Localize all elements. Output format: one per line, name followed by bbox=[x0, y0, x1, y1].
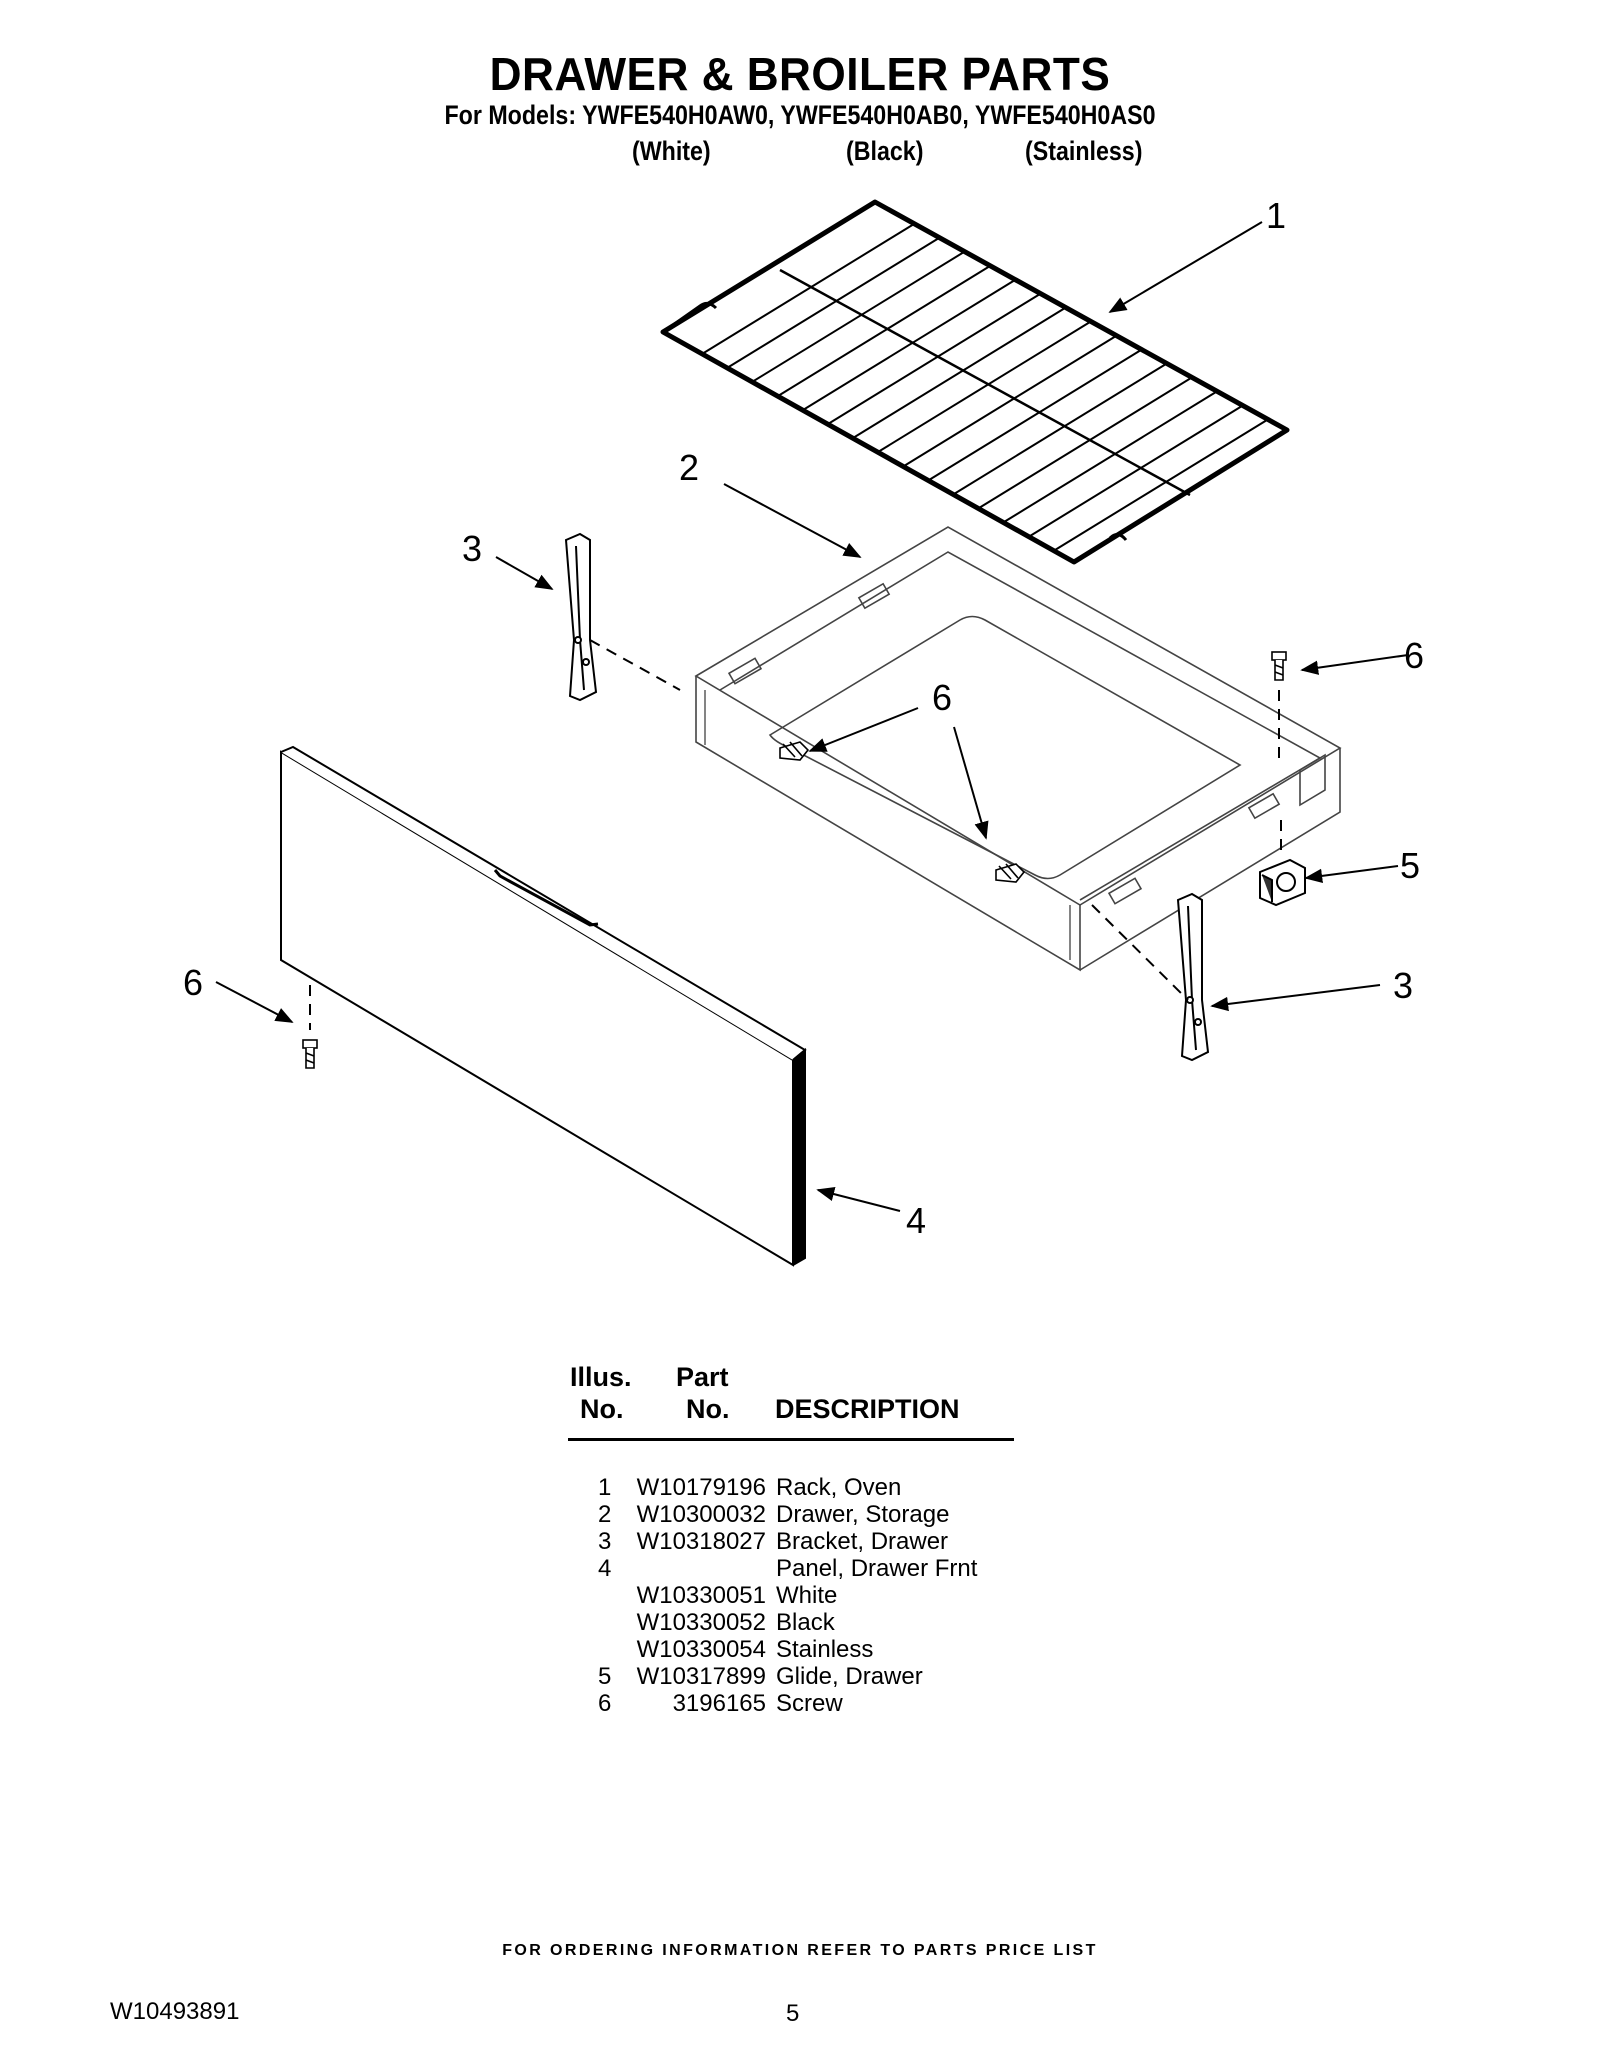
table-row: 5 W10317899 Glide, Drawer bbox=[568, 1663, 1018, 1691]
part-description: Panel, Drawer Frnt bbox=[776, 1555, 978, 1582]
part-description: Glide, Drawer bbox=[776, 1663, 923, 1690]
drawer-front-panel-illustration bbox=[280, 745, 807, 1267]
page-header: DRAWER & BROILER PARTS For Models: YWFE5… bbox=[0, 48, 1600, 166]
part-description: Black bbox=[776, 1609, 835, 1636]
screw-drawer-center bbox=[995, 863, 1026, 883]
part-description: Screw bbox=[776, 1690, 843, 1717]
variant-stainless: (Stainless) bbox=[1025, 136, 1143, 166]
models-line: For Models: YWFE540H0AW0, YWFE540H0AB0, … bbox=[444, 100, 1156, 130]
part-number: W10330052 bbox=[636, 1609, 766, 1636]
part-number: W10318027 bbox=[636, 1528, 766, 1555]
page-title: DRAWER & BROILER PARTS bbox=[489, 48, 1111, 100]
part-number: W10317899 bbox=[636, 1663, 766, 1690]
part-description: Bracket, Drawer bbox=[776, 1528, 949, 1555]
page-number: 5 bbox=[786, 2000, 800, 2027]
ordering-note: FOR ORDERING INFORMATION REFER TO PARTS … bbox=[502, 1942, 1098, 1959]
screw-panel bbox=[302, 1039, 318, 1069]
callout-1: 1 bbox=[1266, 195, 1286, 236]
model-variants: (White) (Black) (Stainless) bbox=[0, 136, 1600, 168]
callout-6-left: 6 bbox=[183, 962, 203, 1003]
table-row: W10330051 White bbox=[568, 1582, 1018, 1610]
part-description: Stainless bbox=[776, 1636, 874, 1663]
callout-6-center: 6 bbox=[932, 677, 952, 718]
illus-number: 4 bbox=[598, 1555, 612, 1582]
table-row: 1 W10179196 Rack, Oven bbox=[568, 1474, 1018, 1502]
header-illus-line2: No. bbox=[580, 1394, 624, 1424]
part-number: W10330051 bbox=[636, 1582, 766, 1609]
illus-number: 3 bbox=[598, 1528, 612, 1555]
part-number: 3196165 bbox=[672, 1690, 766, 1717]
table-row: 4 Panel, Drawer Frnt bbox=[568, 1555, 1018, 1583]
illus-number: 6 bbox=[598, 1690, 612, 1717]
table-row: 3 W10318027 Bracket, Drawer bbox=[568, 1528, 1018, 1556]
part-number: W10330054 bbox=[636, 1636, 766, 1663]
screw-illustrations bbox=[302, 651, 1287, 1069]
callout-4: 4 bbox=[906, 1200, 926, 1241]
part-description: Drawer, Storage bbox=[776, 1501, 950, 1528]
part-number: W10179196 bbox=[636, 1474, 766, 1501]
table-row: 2 W10300032 Drawer, Storage bbox=[568, 1501, 1018, 1529]
callout-3-left: 3 bbox=[462, 528, 482, 569]
header-part-line2: No. bbox=[686, 1394, 730, 1424]
drawer-glide-illustration bbox=[1259, 858, 1306, 907]
callout-5: 5 bbox=[1400, 845, 1420, 886]
illus-number: 5 bbox=[598, 1663, 612, 1690]
oven-rack-illustration bbox=[660, 199, 1290, 565]
screw-drawer-left bbox=[779, 741, 810, 761]
table-row: W10330052 Black bbox=[568, 1609, 1018, 1637]
assembly-dash-lines bbox=[309, 639, 1282, 1030]
variant-black: (Black) bbox=[846, 136, 924, 166]
table-row: 6 3196165 Screw bbox=[568, 1690, 1018, 1718]
drawer-bracket-right-illustration bbox=[1176, 892, 1210, 1062]
header-illus-line1: Illus. bbox=[570, 1362, 632, 1392]
callout-labels: 1 2 3 6 6 5 6 3 4 bbox=[183, 195, 1424, 1241]
callout-2: 2 bbox=[679, 447, 699, 488]
drawer-bracket-left-illustration bbox=[564, 532, 598, 702]
header-part-line1: Part bbox=[676, 1362, 729, 1392]
part-description: White bbox=[776, 1582, 838, 1609]
part-number: W10300032 bbox=[636, 1501, 766, 1528]
illus-number: 2 bbox=[598, 1501, 612, 1528]
callout-3-right: 3 bbox=[1393, 965, 1413, 1006]
part-description: Rack, Oven bbox=[776, 1474, 902, 1501]
document-number: W10493891 bbox=[110, 1998, 240, 2025]
variant-white: (White) bbox=[632, 136, 711, 166]
storage-drawer-illustration bbox=[694, 526, 1342, 972]
leader-arrows bbox=[215, 221, 1409, 1212]
illus-number: 1 bbox=[598, 1474, 612, 1501]
callout-6-right: 6 bbox=[1404, 635, 1424, 676]
header-rule bbox=[568, 1438, 1014, 1441]
table-row: W10330054 Stainless bbox=[568, 1636, 1018, 1664]
header-description: DESCRIPTION bbox=[775, 1394, 960, 1424]
screw-top-right bbox=[1271, 651, 1287, 681]
exploded-parts-diagram: 1 2 3 6 6 5 6 3 4 bbox=[183, 195, 1424, 1267]
